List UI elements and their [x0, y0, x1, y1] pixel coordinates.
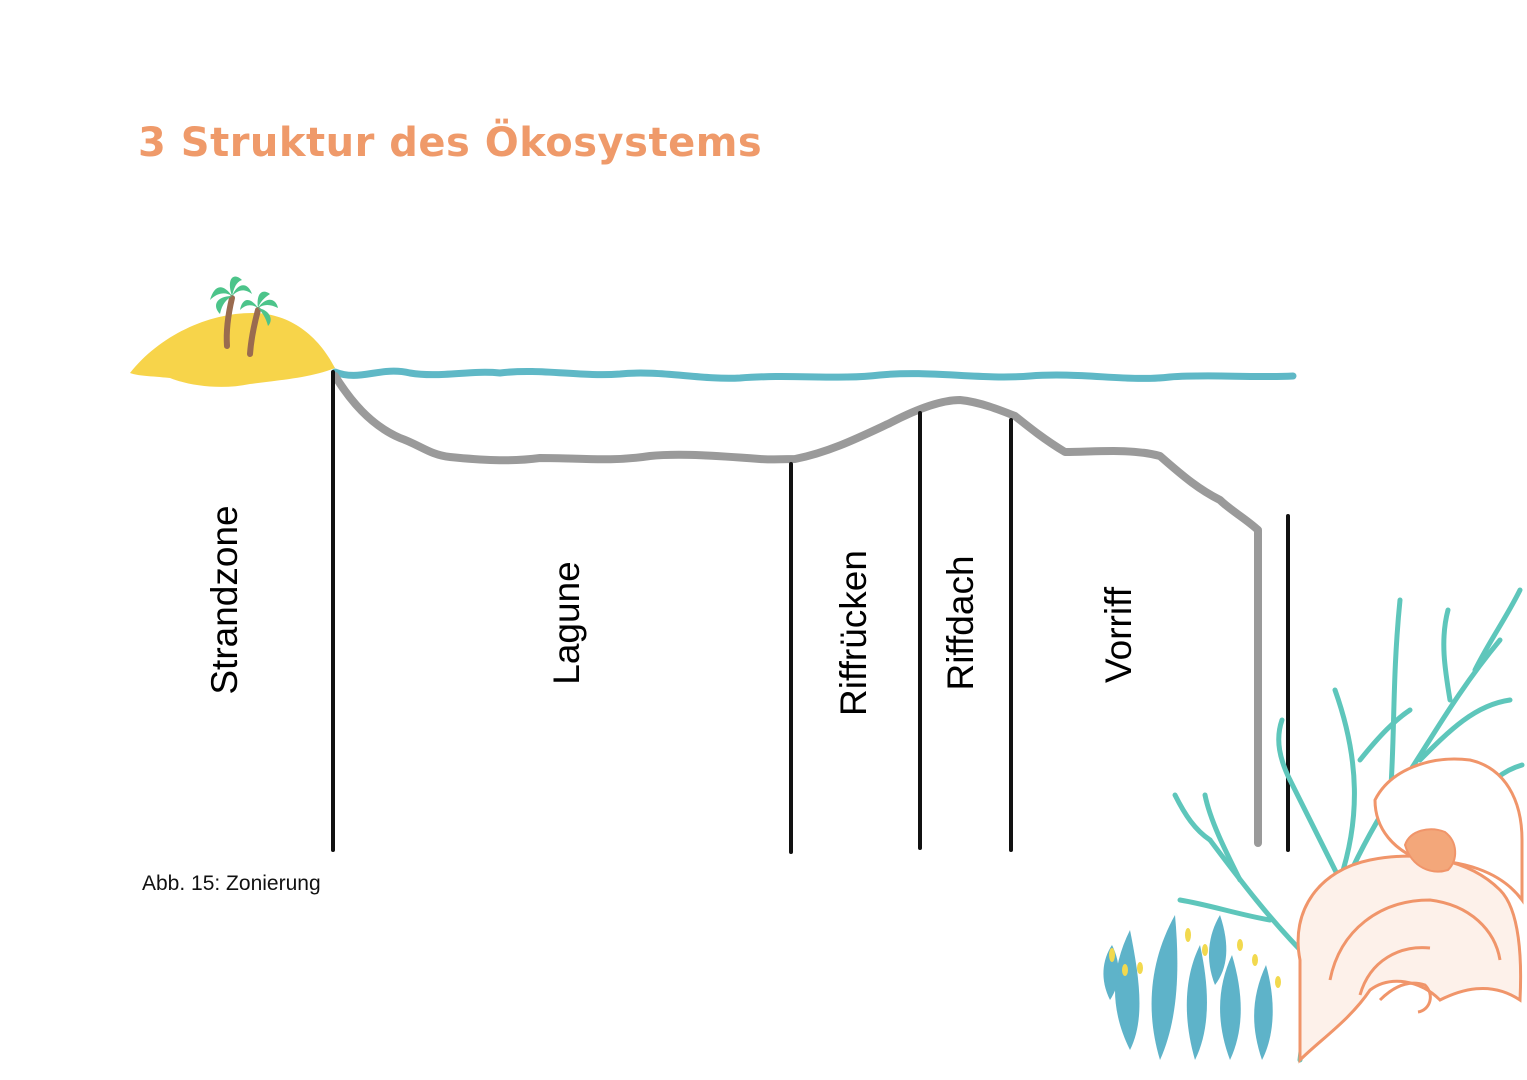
zone-dividers [331, 370, 1290, 854]
island-sand [130, 312, 335, 387]
zone-label-lagune: Lagune [546, 561, 587, 684]
page-title: 3 Struktur des Ökosystems [138, 120, 763, 166]
zone-label-riffdach: Riffdach [940, 555, 981, 690]
seafloor-profile-line [331, 372, 1262, 847]
zone-label-strandzone: Strandzone [204, 505, 245, 694]
zone-label-riffruecken: Riffrücken [833, 550, 874, 716]
island-icon [130, 312, 335, 387]
zone-label-vorriff: Vorriff [1098, 586, 1139, 683]
figure-caption: Abb. 15: Zonierung [142, 872, 321, 895]
palm-tree-icon [210, 276, 278, 357]
coral-decoration-icon [1103, 587, 1525, 1064]
water-surface-line [331, 367, 1297, 382]
